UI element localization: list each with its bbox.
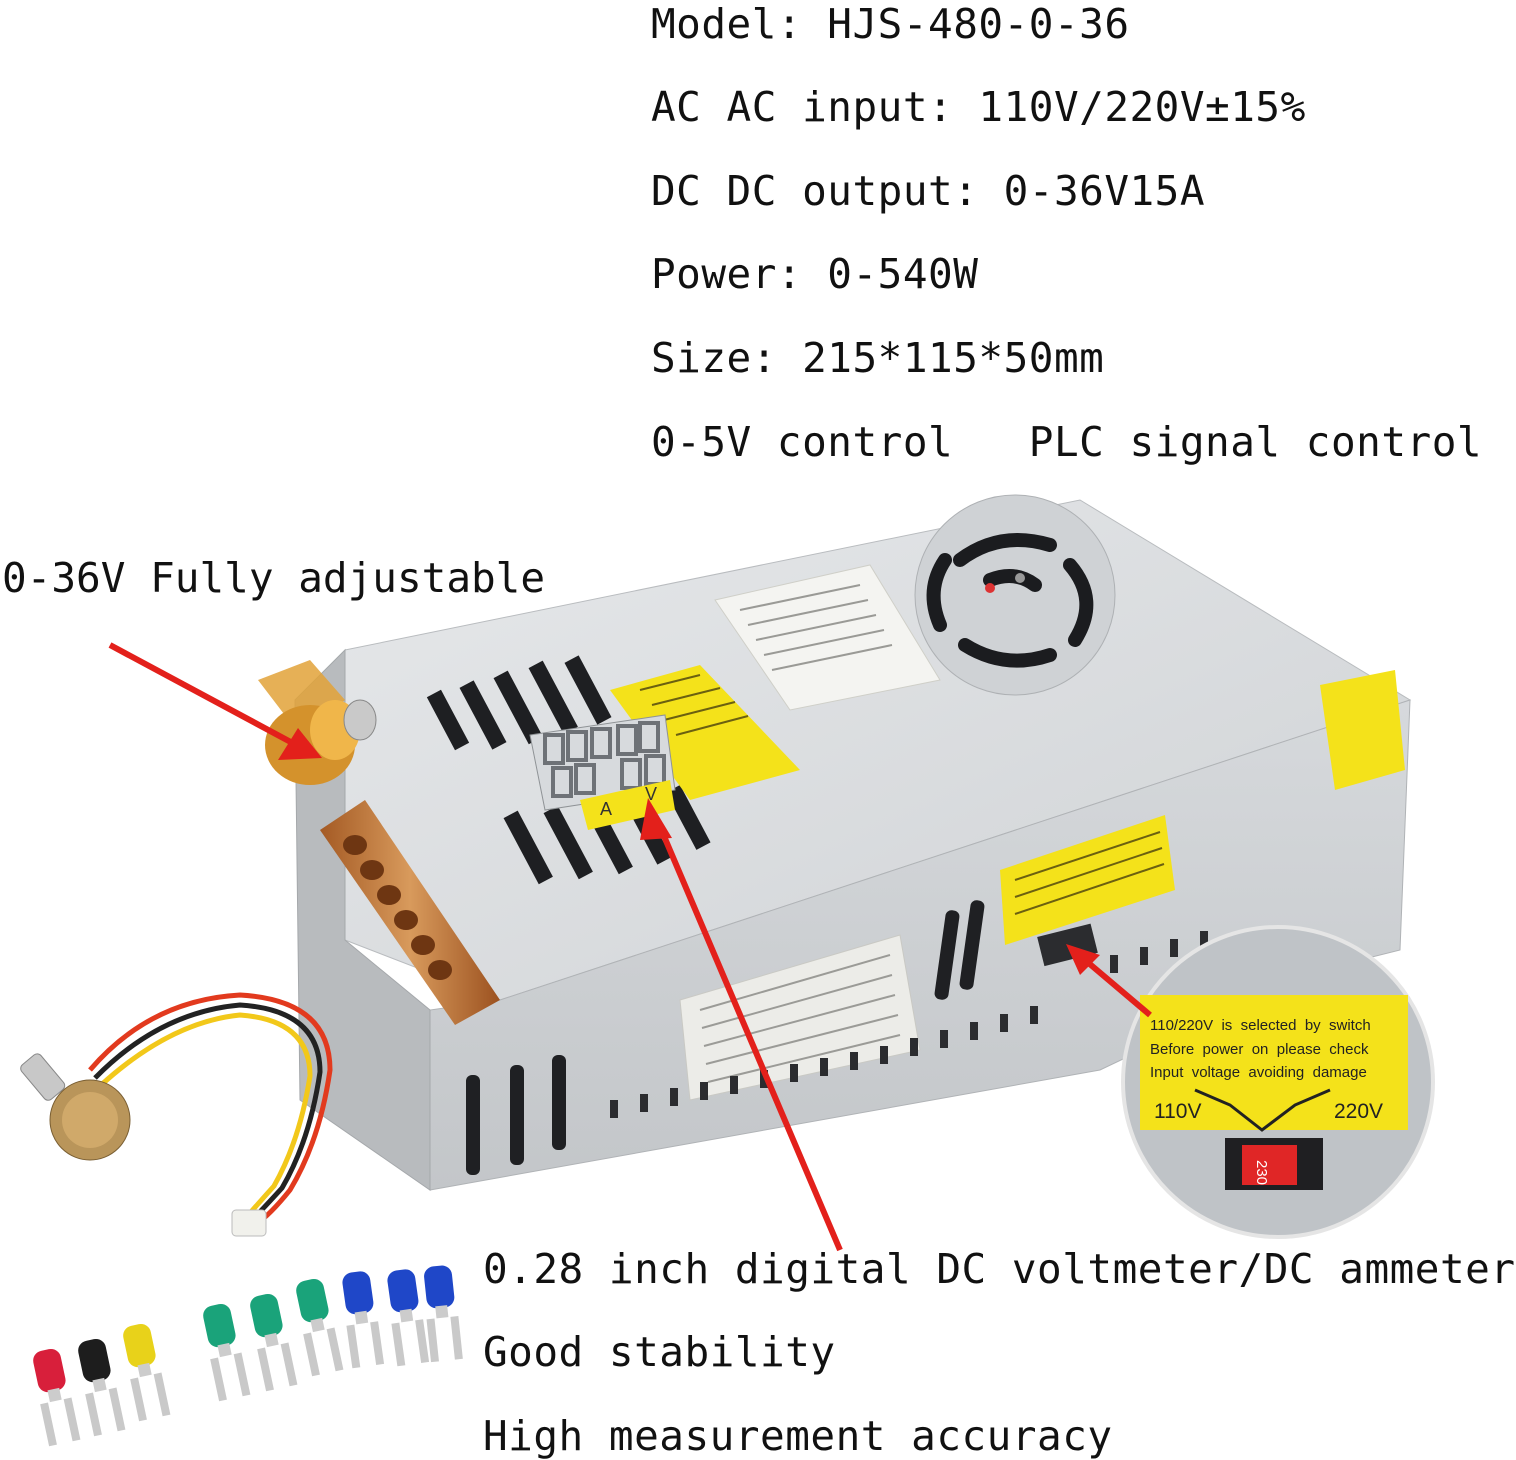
power-supply-illustration: A V [20,494,1435,1447]
dc-output-spec: DC DC output: 0-36V15A [651,167,1206,215]
arrow-to-meter [655,820,843,1252]
warning-label-top [610,665,800,800]
zoom-220v: 220V [1334,1100,1383,1123]
zoom-label-line2: Before power on please check [1150,1041,1369,1058]
control-spec: 0-5V control PLC signal control [651,418,1483,466]
meter-callout: 0.28 inch digital DC voltmeter/DC ammete… [483,1245,1516,1293]
front-instructions-label [679,934,921,1101]
arrow-to-knob-head [278,728,322,760]
manual-label [714,564,941,711]
zoom-label-line3: Input voltage avoiding damage [1150,1064,1367,1081]
terminal-block [320,800,500,1025]
external-potentiometer [20,992,333,1237]
size-spec: Size: 215*115*50mm [651,334,1105,382]
top-vents [426,655,711,885]
arrow-to-knob [108,642,302,750]
side-tag [1320,670,1405,790]
arrow-to-meter-head [640,798,672,840]
power-spec: Power: 0-540W [651,250,979,298]
switch-zoom-inset: 110/220V is selected by switch Before po… [1121,925,1435,1239]
volt-label: V [645,784,657,804]
front-vents [466,900,985,1175]
stability-callout: Good stability [483,1328,836,1376]
arrow-to-switch [1083,957,1152,1018]
zoom-switch-label [1140,995,1408,1130]
switch-label-front [1000,815,1175,945]
amp-label: A [600,799,612,819]
zoom-label-line1: 110/220V is selected by switch [1150,1017,1371,1034]
fan-grill [914,494,1116,696]
adjustable-callout: 0-36V Fully adjustable [2,554,546,602]
bottom-slots [610,931,1208,1118]
arrow-to-switch-head [1066,944,1100,975]
model-spec: Model: HJS-480-0-36 [651,0,1130,48]
accuracy-callout: High measurement accuracy [483,1412,1113,1460]
ac-input-spec: AC AC input: 110V/220V±15% [651,83,1306,131]
digital-meter: A V [529,714,676,830]
zoom-110v: 110V [1154,1100,1202,1123]
callout-arrows [108,642,1152,1252]
zoom-switch-text: 230 [1253,1160,1270,1185]
fork-terminals [33,1265,463,1447]
zoom-switch-toggle [1242,1145,1297,1185]
